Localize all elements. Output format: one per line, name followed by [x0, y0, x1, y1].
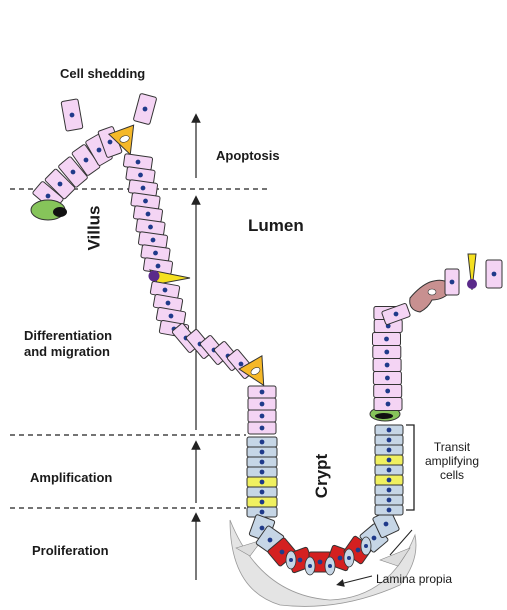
- nucleus: [384, 337, 389, 342]
- stem-cell: [286, 551, 296, 569]
- nucleus: [260, 480, 265, 485]
- nucleus: [260, 426, 265, 431]
- nucleus: [318, 560, 323, 565]
- nucleus: [387, 498, 392, 503]
- differentiation-label-line2: and migration: [24, 344, 112, 360]
- nucleus: [260, 402, 265, 407]
- nucleus: [260, 414, 265, 419]
- nucleus: [385, 376, 390, 381]
- villus-cell: [373, 359, 401, 372]
- nucleus: [384, 350, 389, 355]
- nucleus: [260, 470, 265, 475]
- nucleus: [492, 272, 497, 277]
- nucleus: [387, 428, 392, 433]
- nucleus: [385, 389, 390, 394]
- nucleus: [387, 458, 392, 463]
- nucleus: [260, 450, 265, 455]
- transit-amplifying-cell: [247, 467, 277, 477]
- cell-shedding-label: Cell shedding: [60, 66, 145, 81]
- villus-cell: [374, 398, 402, 411]
- proliferation-label: Proliferation: [32, 543, 109, 558]
- transit-bracket: [406, 425, 414, 510]
- transit-amplifying-cell: [375, 485, 403, 495]
- nucleus: [260, 440, 265, 445]
- differentiation-label: Differentiation and migration: [24, 328, 112, 360]
- transit-amplifying-cell: [247, 507, 277, 517]
- villus-cell: [373, 372, 401, 385]
- transit-label-line2: amplifying: [425, 454, 479, 468]
- transit-amplifying-cell: [375, 425, 403, 435]
- transit-amplifying-cell: [375, 455, 403, 465]
- villus-label: Villus: [85, 205, 105, 250]
- crypt-cell: [248, 410, 276, 422]
- villus-cell: [486, 260, 502, 288]
- crypt-cell: [248, 386, 276, 398]
- villus-cell: [374, 385, 402, 398]
- transit-amplifying-cell: [247, 487, 277, 497]
- stem-cell: [325, 557, 335, 575]
- nucleus: [260, 500, 265, 505]
- crypt-label: Crypt: [312, 454, 332, 498]
- transit-amplifying-cell: [247, 497, 277, 507]
- nucleus: [450, 280, 455, 285]
- stem-cell: [344, 549, 354, 567]
- transit-amplifying-cell: [247, 457, 277, 467]
- differentiation-label-line1: Differentiation: [24, 328, 112, 344]
- nucleus: [260, 390, 265, 395]
- apoptosis-label: Apoptosis: [216, 148, 280, 163]
- lumen-label: Lumen: [248, 216, 304, 236]
- transit-label-line1: Transit: [425, 440, 479, 454]
- lamina-propria-pointer: [340, 576, 372, 584]
- nucleus: [387, 438, 392, 443]
- nucleus: [260, 460, 265, 465]
- transit-amplifying-cell: [375, 475, 403, 485]
- transit-amplifying-cell: [247, 437, 277, 447]
- crypt-cell: [248, 422, 276, 434]
- stem-cell: [305, 557, 315, 575]
- nucleus: [260, 490, 265, 495]
- transit-amplifying-cell: [247, 477, 277, 487]
- villus-cell: [373, 346, 401, 359]
- nucleus: [387, 478, 392, 483]
- nucleus: [387, 508, 392, 513]
- crypt-cell: [248, 398, 276, 410]
- transit-amplifying-cell: [375, 465, 403, 475]
- lamina-propria-label: Lamina propia: [376, 572, 452, 586]
- nucleus: [387, 468, 392, 473]
- nucleus: [387, 448, 392, 453]
- nucleus: [386, 402, 391, 407]
- transit-amplifying-cell: [375, 435, 403, 445]
- nucleus: [385, 363, 390, 368]
- transit-label-line3: cells: [425, 468, 479, 482]
- amplification-label: Amplification: [30, 470, 112, 485]
- stem-cell: [361, 537, 371, 555]
- nucleus: [387, 488, 392, 493]
- transit-amplifying-cell: [247, 447, 277, 457]
- villus-cell: [373, 333, 401, 346]
- shed-cell: [133, 93, 157, 124]
- transit-amplifying-cell: [375, 505, 403, 515]
- nucleus: [260, 510, 265, 515]
- villus-cell: [445, 269, 459, 295]
- tuft-cell: [467, 254, 477, 290]
- goblet-cell: [31, 200, 67, 220]
- shed-cell: [61, 99, 83, 131]
- transit-amplifying-cell: [375, 495, 403, 505]
- transit-amplifying-cell: [375, 445, 403, 455]
- transit-amplifying-label: Transit amplifying cells: [425, 440, 479, 482]
